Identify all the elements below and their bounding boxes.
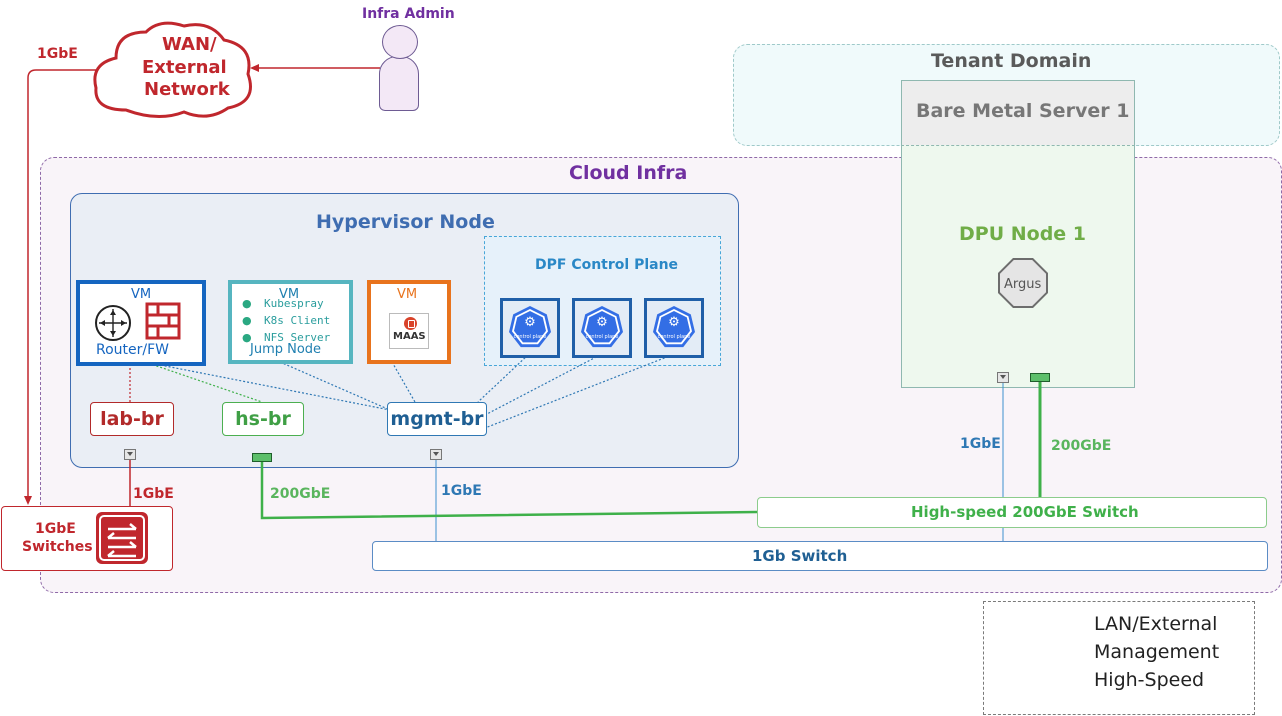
high-speed-switch <box>757 497 1267 528</box>
infra-admin-label: Infra Admin <box>362 6 455 22</box>
legend-management: Management <box>1094 641 1220 663</box>
hs-link-label: 200GbE <box>270 486 331 502</box>
router-vm-name: Router/FW <box>96 342 170 358</box>
legend <box>983 601 1255 715</box>
admin-person-icon <box>379 56 419 111</box>
argus-label: Argus <box>1004 277 1042 292</box>
router-icon <box>95 305 131 341</box>
hs-br-bridge: hs-br <box>222 402 304 436</box>
cloud-infra-title: Cloud Infra <box>569 162 688 184</box>
hs-port-icon <box>252 453 272 462</box>
jump-item-3: NFS Server <box>264 331 331 344</box>
1gb-switch-label: 1Gb Switch <box>752 547 848 565</box>
dpu-mgmt-port-icon <box>997 372 1009 383</box>
wan-label-line3: Network <box>144 79 230 100</box>
lab-port-icon <box>124 449 136 460</box>
bare-metal-server-title: Bare Metal Server 1 <box>916 100 1130 122</box>
lab-br-bridge: lab-br <box>90 402 174 436</box>
1gb-switch <box>372 541 1268 571</box>
hs-br-to-hs-switch-line <box>260 462 758 520</box>
wan-label-line2: External <box>142 57 227 78</box>
wan-cloud-icon <box>93 21 252 118</box>
dpu-node-title: DPU Node 1 <box>959 223 1087 245</box>
jump-item-1: Kubespray <box>264 297 324 310</box>
mgmt-port-icon <box>430 449 442 460</box>
mgmt-br-bridge: mgmt-br <box>387 402 487 436</box>
wan-link-label: 1GbE <box>37 46 78 62</box>
legend-high-speed: High-Speed <box>1094 669 1205 691</box>
bare-metal-server <box>901 80 1135 146</box>
jump-vm-name: Jump Node <box>250 342 322 357</box>
control-plane-icon: ⚙control plane <box>500 298 560 358</box>
maas-logo-icon <box>404 317 417 330</box>
maas-logo-text: MAAS <box>393 331 426 342</box>
lab-link-label: 1GbE <box>133 486 174 502</box>
dpf-control-plane-title: DPF Control Plane <box>535 257 679 273</box>
wan-label-line1: WAN/ <box>162 34 217 55</box>
firewall-icon <box>145 302 181 340</box>
wan-to-switches-line <box>27 69 100 500</box>
jump-vm-tag: VM <box>279 287 300 302</box>
hypervisor-node-title: Hypervisor Node <box>316 211 495 233</box>
jump-item-2: K8s Client <box>264 314 331 327</box>
legend-lan: LAN/External <box>1094 613 1218 635</box>
dpu-mgmt-link-label: 1GbE <box>960 436 1001 452</box>
tenant-domain-title: Tenant Domain <box>931 50 1092 72</box>
dpu-hs-link-label: 200GbE <box>1051 438 1112 454</box>
high-speed-switch-label: High-speed 200GbE Switch <box>911 503 1139 521</box>
dpu-hs-port-icon <box>1030 373 1050 382</box>
lan-switches-line1: 1GbE <box>35 521 76 537</box>
maas-vm <box>367 280 451 364</box>
control-plane-icon: ⚙control plane <box>572 298 632 358</box>
control-plane-icon: ⚙control plane <box>644 298 704 358</box>
jump-node-vm <box>228 280 353 364</box>
maas-vm-tag: VM <box>397 287 418 302</box>
mgmt-link-label: 1GbE <box>441 483 482 499</box>
router-vm-tag: VM <box>131 287 152 302</box>
lan-switches-line2: Switches <box>22 539 93 555</box>
